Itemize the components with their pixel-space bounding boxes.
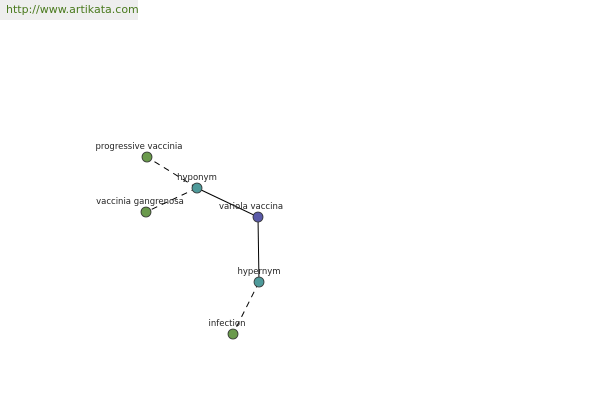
- node-hypernym-label: hypernym: [237, 267, 280, 277]
- node-hyponym-label: hyponym: [177, 173, 217, 183]
- edges-layer: [145, 156, 260, 335]
- edge-hyponym-progressive: [146, 156, 198, 189]
- node-hypernym-dot[interactable]: [253, 276, 265, 288]
- node-variola-label: variola vaccina: [219, 202, 283, 212]
- node-infection[interactable]: infection: [209, 319, 246, 340]
- node-variola-dot[interactable]: [252, 211, 264, 223]
- edge-hyponym-gangrenosa: [145, 187, 198, 213]
- edge-variola-hyponym: [196, 187, 259, 218]
- edge-variola-hypernym: [257, 216, 260, 283]
- node-infection-label: infection: [209, 319, 246, 329]
- node-hypernym[interactable]: hypernym: [237, 267, 281, 288]
- node-hyponym[interactable]: hyponym: [177, 173, 217, 194]
- node-infection-dot[interactable]: [227, 328, 239, 340]
- url-banner[interactable]: http://www.artikata.com: [0, 0, 139, 20]
- edge-hypernym-infection: [232, 281, 260, 335]
- node-variola[interactable]: variola vaccina: [219, 202, 283, 223]
- node-gangrenosa-label: vaccinia gangrenosa: [96, 197, 184, 207]
- node-gangrenosa[interactable]: vaccinia gangrenosa: [96, 197, 184, 218]
- nodes-layer: variola vaccina hyponym hypernym progressiv…: [96, 142, 283, 340]
- node-gangrenosa-dot[interactable]: [140, 206, 152, 218]
- node-progressive-label: progressive vaccinia: [96, 142, 183, 152]
- node-progressive[interactable]: progressive vaccinia: [96, 142, 183, 163]
- node-progressive-dot[interactable]: [141, 151, 153, 163]
- node-hyponym-dot[interactable]: [191, 182, 203, 194]
